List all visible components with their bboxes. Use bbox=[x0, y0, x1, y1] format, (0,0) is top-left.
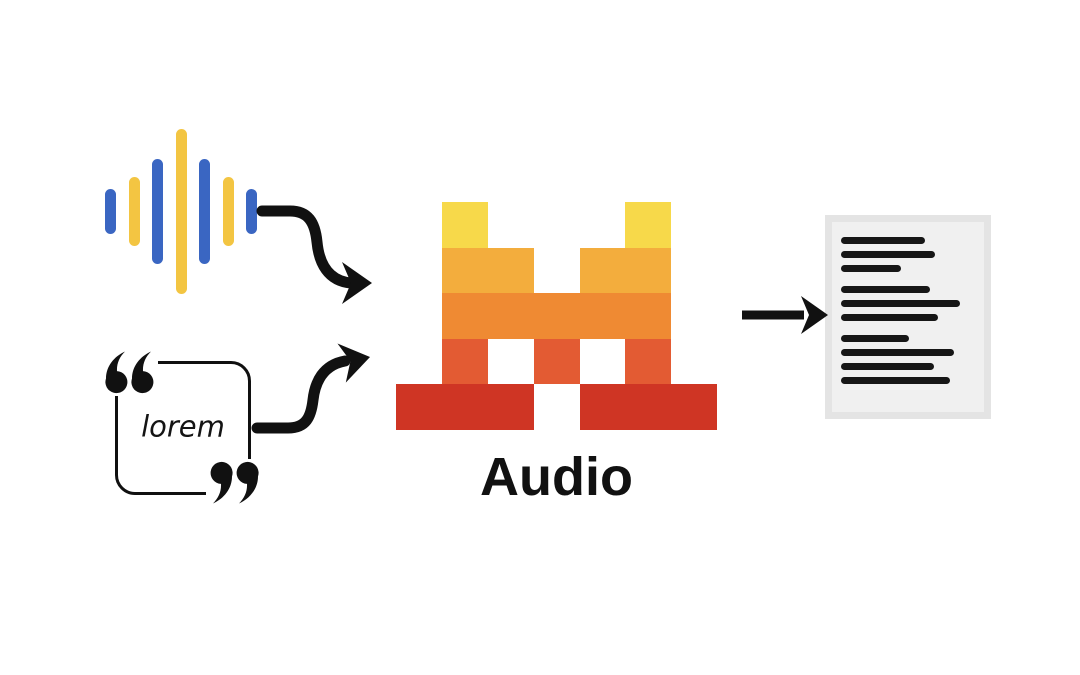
waveform-bar bbox=[175, 128, 187, 294]
logo-block bbox=[441, 202, 488, 248]
logo-block bbox=[625, 338, 672, 385]
logo-block bbox=[441, 338, 488, 385]
text-line-group bbox=[841, 237, 984, 272]
quote-box-icon: lorem bbox=[102, 349, 262, 506]
text-line-group bbox=[841, 335, 984, 384]
logo-block bbox=[396, 384, 534, 430]
waveform-bar bbox=[222, 176, 234, 246]
curved-arrow-text-to-model-icon bbox=[251, 343, 370, 434]
logo-block bbox=[579, 384, 718, 430]
close-quote-icon bbox=[206, 459, 262, 506]
logo-block bbox=[579, 247, 672, 294]
text-line bbox=[841, 377, 950, 384]
text-line bbox=[841, 363, 934, 370]
audio-waveform-icon bbox=[105, 128, 257, 294]
text-line bbox=[841, 349, 954, 356]
text-line bbox=[841, 237, 925, 244]
logo-block bbox=[441, 293, 672, 339]
text-line bbox=[841, 286, 930, 293]
logo-block bbox=[441, 247, 534, 294]
arrow-model-to-document-icon bbox=[742, 296, 828, 334]
text-line-group bbox=[841, 286, 984, 321]
text-line bbox=[841, 265, 901, 272]
text-line bbox=[841, 314, 938, 321]
text-line bbox=[841, 251, 935, 258]
curved-arrow-audio-to-model-icon bbox=[256, 205, 372, 304]
logo-block bbox=[625, 202, 672, 248]
model-label: Audio bbox=[480, 447, 633, 507]
waveform-bar bbox=[105, 188, 116, 234]
text-line bbox=[841, 300, 960, 307]
logo-block bbox=[533, 338, 580, 385]
waveform-bar bbox=[128, 176, 140, 246]
waveform-bar bbox=[199, 158, 210, 264]
waveform-bar bbox=[152, 158, 163, 264]
open-quote-icon bbox=[102, 349, 158, 396]
document-icon bbox=[825, 215, 991, 419]
mistral-ai-logo bbox=[396, 202, 718, 430]
waveform-bar bbox=[246, 188, 257, 234]
text-line bbox=[841, 335, 909, 342]
quote-text: lorem bbox=[141, 409, 225, 444]
